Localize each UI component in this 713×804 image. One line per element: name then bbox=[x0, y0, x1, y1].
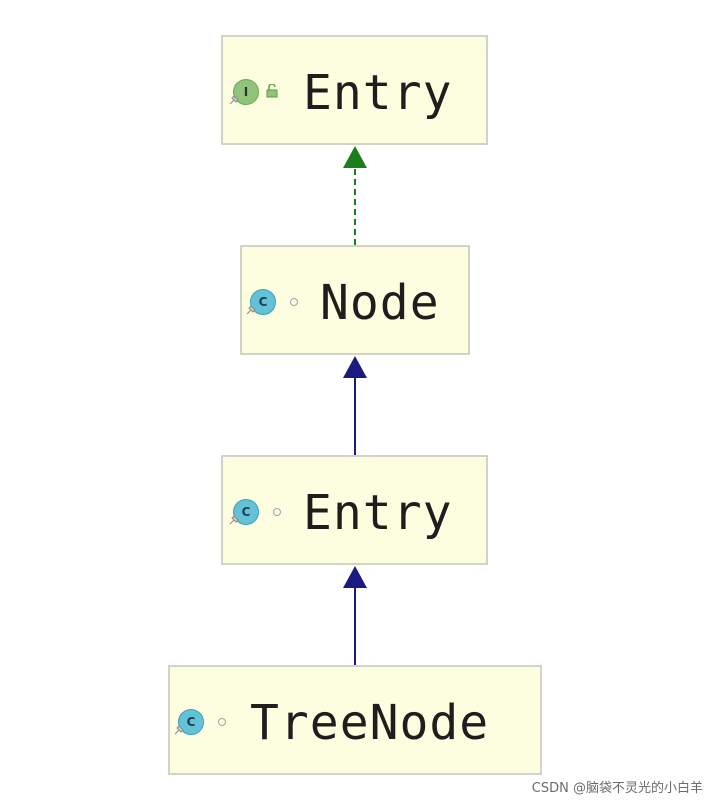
node-label: TreeNode bbox=[250, 695, 490, 751]
class-icon: C bbox=[246, 287, 276, 317]
node-entry-class[interactable]: C Entry bbox=[221, 455, 488, 565]
watermark: CSDN @脑袋不灵光的小白羊 bbox=[531, 781, 703, 796]
node-label: Entry bbox=[303, 65, 453, 121]
package-private-icon bbox=[290, 298, 298, 306]
node-label: Node bbox=[320, 275, 440, 331]
edge-extends-arrowhead-1 bbox=[343, 356, 367, 378]
pin-icon bbox=[174, 725, 184, 735]
pin-icon bbox=[229, 95, 239, 105]
edge-implements-arrowhead bbox=[343, 146, 367, 168]
node-node-class[interactable]: C Node bbox=[240, 245, 470, 355]
lock-open-icon bbox=[266, 84, 278, 98]
class-icon: C bbox=[229, 497, 259, 527]
interface-icon: I bbox=[229, 77, 259, 107]
node-entry-interface[interactable]: I Entry bbox=[221, 35, 488, 145]
package-private-icon bbox=[273, 508, 281, 516]
pin-icon bbox=[246, 305, 256, 315]
package-private-icon bbox=[218, 718, 226, 726]
pin-icon bbox=[229, 515, 239, 525]
node-treenode-class[interactable]: C TreeNode bbox=[168, 665, 542, 775]
edge-extends-arrowhead-2 bbox=[343, 566, 367, 588]
node-label: Entry bbox=[303, 485, 453, 541]
class-icon: C bbox=[174, 707, 204, 737]
